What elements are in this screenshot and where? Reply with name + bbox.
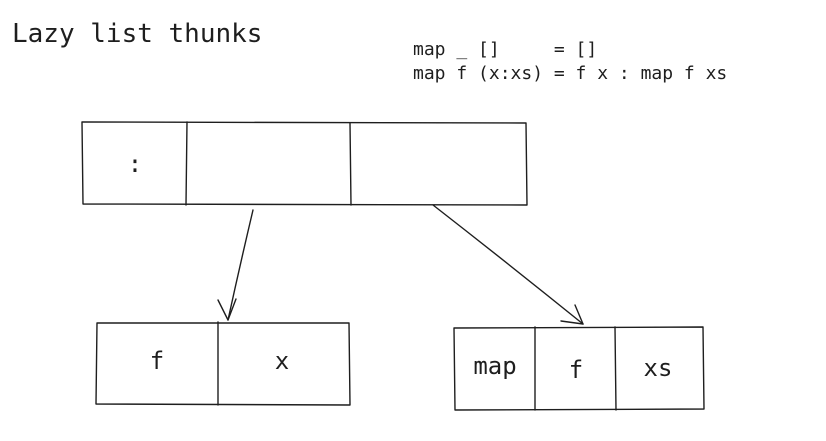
- head-thunk-function: f: [150, 347, 164, 375]
- cons-cell: :: [81, 121, 528, 206]
- code-line-base-case: map _ [] = []: [413, 39, 598, 60]
- tail-pointer-arrowhead: [560, 304, 584, 325]
- cons-cell-divider-1: [185, 121, 188, 206]
- cons-cell-outline: [81, 121, 528, 206]
- diagram-title: Lazy list thunks: [12, 19, 263, 49]
- cons-cell-divider-2: [349, 122, 352, 206]
- tail-thunk-divider-2: [614, 326, 617, 411]
- head-pointer-shaft: [227, 209, 254, 321]
- cons-cell-constructor-label: :: [128, 150, 142, 178]
- tail-thunk-arg-xs: xs: [644, 354, 673, 382]
- head-pointer-arrowhead: [217, 298, 237, 321]
- tail-thunk-arg-f: f: [569, 356, 583, 384]
- tail-pointer-arrow: [432, 204, 584, 325]
- head-pointer-arrow: [217, 209, 254, 321]
- tail-pointer-shaft: [432, 204, 584, 325]
- code-line-recursive-case: map f (x:xs) = f x : map f xs: [413, 63, 728, 84]
- head-thunk-argument: x: [275, 347, 289, 375]
- tail-thunk: map f xs: [453, 326, 705, 411]
- head-thunk-outline: [95, 322, 351, 406]
- tail-thunk-outline: [453, 326, 705, 411]
- head-thunk: f x: [95, 321, 351, 406]
- tail-thunk-function: map: [473, 352, 516, 380]
